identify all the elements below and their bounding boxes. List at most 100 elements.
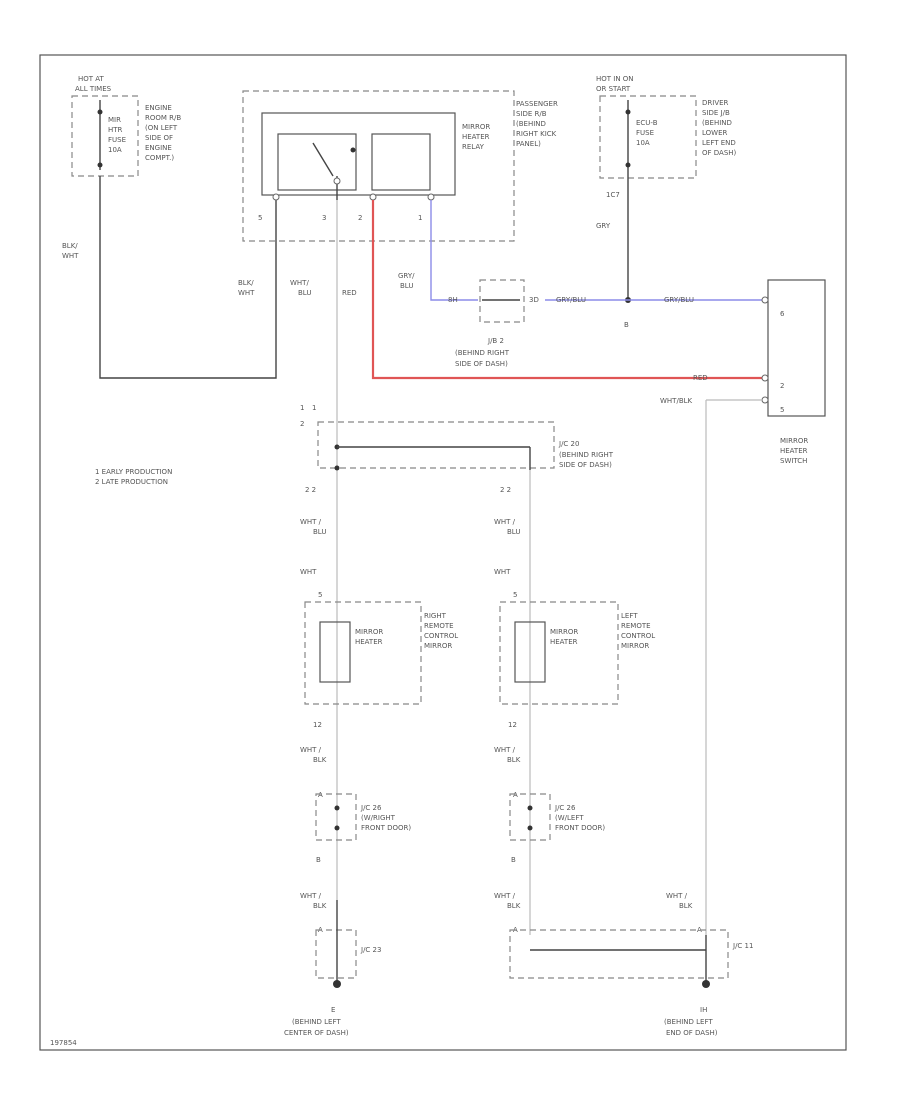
jc11-name: J/C 11 [732,942,753,950]
jc20-pin-top-a: 1 [300,404,304,412]
jb2-name: J/B 2 [487,337,504,345]
left-mirror-wire-top-2: BLU [507,528,520,536]
jc26r-node-1 [334,805,340,811]
engine-room-loc-1: ENGINE [145,104,172,112]
driver-jb-loc-1: DRIVER [702,99,729,107]
left-mirror-name-3: CONTROL [621,632,655,640]
jc20-pin-mid-a: 2 [300,420,304,428]
ground-e-loc-1: (BEHIND LEFT [292,1018,341,1026]
fuse-label-1: MIR [108,116,121,124]
relay-pin-1-label: 1 [418,214,422,222]
legend-early: 1 EARLY PRODUCTION [95,468,172,476]
fuse-terminal-top [97,109,103,115]
gry-blu-label-1: GRY/ [398,272,415,280]
engine-room-loc-2: ROOM R/B [145,114,181,122]
jc26l-node-1 [527,805,533,811]
all-times-label: ALL TIMES [75,85,112,93]
ground-e-label: E [331,1006,335,1014]
ground-ih-label: IH [700,1006,707,1014]
right-mirror-in-pin: 5 [318,591,322,599]
right-mirror-box [304,601,422,705]
engine-room-loc-5: ENGINE [145,144,172,152]
right-mirror-wire-bot-2: BLK [313,756,327,764]
driver-jb-loc-6: OF DASH) [702,149,737,157]
left-mirror-name-2: REMOTE [621,622,651,630]
wht-blu-label-1: WHT/ [290,279,309,287]
switch-pin-5-label: 5 [780,406,784,414]
blk-wht-top-1: BLK/ [62,242,78,250]
jc20-pin-top-b: 1 [312,404,316,412]
relay-contact-arm [312,142,334,177]
driver-jb-loc-3: (BEHIND [702,119,732,127]
fuse-label-2: HTR [108,126,123,134]
jc26l-wire-2: BLK [507,902,521,910]
jc23-name: J/C 23 [360,946,381,954]
right-heater-label-2: HEATER [355,638,383,646]
gry-wire-label: GRY [596,222,611,230]
jc26l-pin: A [513,791,518,799]
right-mirror-name-1: RIGHT [424,612,447,620]
jb2-loc-2: SIDE OF DASH) [455,360,508,368]
jb2-in-pin: 8H [448,296,458,304]
jc26r-out-pin: B [316,856,321,864]
gry-splice-label: B [624,321,629,329]
jc26r-name-1: J/C 26 [360,804,382,812]
left-mirror-heater-element [514,621,546,683]
driver-side-jb-box [599,95,697,179]
left-mirror-wire-top2: WHT [494,568,511,576]
jb2-out-pin: 3D [529,296,539,304]
right-mirror-name-4: MIRROR [424,642,452,650]
switch-pin-6 [761,296,769,304]
right-mirror-out-pin: 12 [313,721,322,729]
relay-name-1: MIRROR [462,123,490,131]
left-mirror-name-4: MIRROR [621,642,649,650]
left-mirror-wire-bot-2: BLK [507,756,521,764]
jc11-wire-1: WHT / [666,892,688,900]
ecu-b-terminal-top [625,109,631,115]
left-mirror-wire-bot-1: WHT / [494,746,516,754]
jc11-box [509,929,729,979]
figure-id: 197854 [50,1039,77,1047]
engine-room-loc-3: (ON LEFT [145,124,178,132]
right-mirror-wire-bot-1: WHT / [300,746,322,754]
ecu-b-terminal-bottom [625,162,631,168]
blk-wht-top-2: WHT [62,252,79,260]
right-mirror-wire-top2: WHT [300,568,317,576]
jc26r-wire-2: BLK [313,902,327,910]
gry-blu-label-2: BLU [400,282,413,290]
relay-pin-5-label: 5 [258,214,262,222]
relay-contact-fixed [350,147,356,153]
jc26r-pin: A [318,791,323,799]
hot-in-on-label: HOT IN ON [596,75,634,83]
ecu-b-pin-label: 1C7 [606,191,620,199]
left-mirror-top-pins: 2 2 [500,486,511,494]
left-mirror-out-pin: 12 [508,721,517,729]
jc26r-name-2: (W/RIGHT [361,814,396,822]
mirror-heater-relay-box [261,112,456,196]
jc11-wire-2: BLK [679,902,693,910]
red-wire-label: RED [342,289,357,297]
jc26r-node-2 [334,825,340,831]
ecu-b-label-1: ECU-B [636,119,658,127]
gry-blu-wire-relay [430,200,478,301]
right-mirror-heater-element [319,621,351,683]
relay-pin-3-label: 3 [322,214,326,222]
jc20-box [317,421,555,469]
jc11-pin-b: A [697,926,702,934]
right-mirror-name-3: CONTROL [424,632,458,640]
jc26r-box [315,793,357,841]
engine-room-rb-box [71,95,139,177]
jc26l-name-3: FRONT DOOR) [555,824,605,832]
engine-room-loc-4: SIDE OF [145,134,173,142]
jc26l-out-pin: B [511,856,516,864]
left-mirror-name-1: LEFT [621,612,638,620]
driver-jb-loc-2: SIDE J/B [702,109,730,117]
hot-at-label: HOT AT [78,75,105,83]
mirror-heater-switch-box [767,279,826,417]
or-start-label: OR START [596,85,631,93]
right-mirror-wire-top-2: BLU [313,528,326,536]
jb2-box [479,279,525,323]
jc26r-wire-1: WHT / [300,892,322,900]
diagram-frame [39,54,847,1051]
